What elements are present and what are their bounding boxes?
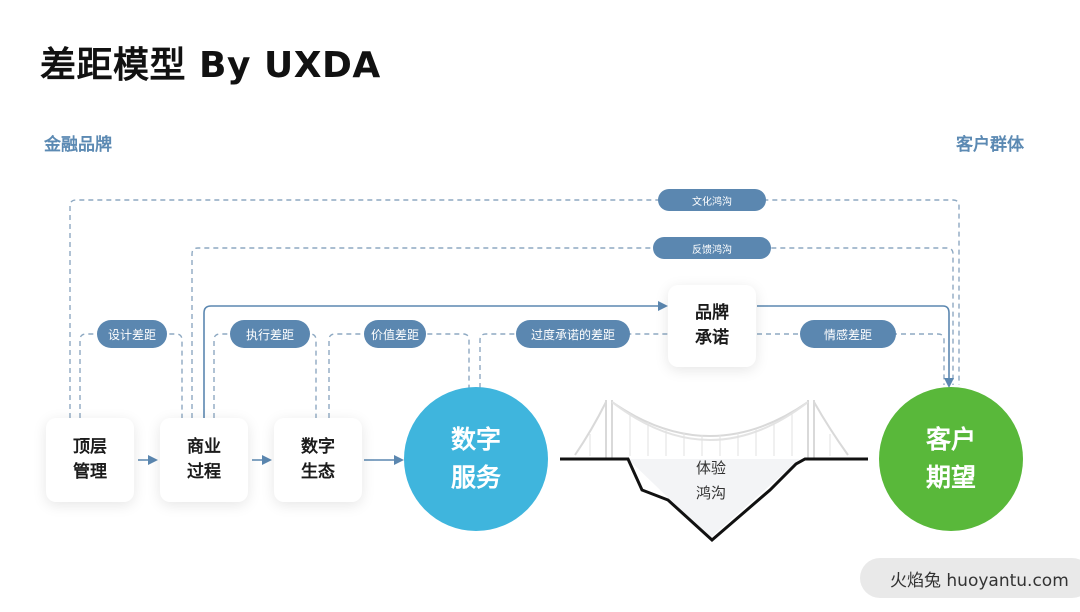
digital-ecosystem-box: 数字 生态 xyxy=(274,418,362,502)
bridge-illustration xyxy=(574,400,849,460)
customer-expectation-circle: 客户 期望 xyxy=(879,387,1023,531)
feedback-gap-pill: 反馈鸿沟 xyxy=(653,237,771,259)
experience-gap-line xyxy=(560,457,868,543)
financial-brand-label: 金融品牌 xyxy=(44,135,112,155)
execution-gap-pill: 执行差距 xyxy=(230,320,310,348)
value-gap-pill: 价值差距 xyxy=(364,320,426,348)
design-gap-pill: 设计差距 xyxy=(97,320,167,348)
top-management-box: 顶层 管理 xyxy=(46,418,134,502)
overpromise-gap-pill: 过度承诺的差距 xyxy=(516,320,630,348)
business-process-box: 商业 过程 xyxy=(160,418,248,502)
customer-group-label: 客户群体 xyxy=(956,135,1024,155)
brand-promise-box: 品牌 承诺 xyxy=(668,285,756,367)
experience-gap-label: 体验 鸿沟 xyxy=(695,459,726,502)
emotion-gap-pill: 情感差距 xyxy=(800,320,896,348)
page-title: 差距模型 By UXDA xyxy=(40,45,381,86)
digital-service-circle: 数字 服务 xyxy=(404,387,548,531)
watermark: 火焰兔 huoyantu.com xyxy=(860,558,1080,598)
experience-gap-fill xyxy=(628,459,800,538)
culture-gap-pill: 文化鸿沟 xyxy=(658,189,766,211)
